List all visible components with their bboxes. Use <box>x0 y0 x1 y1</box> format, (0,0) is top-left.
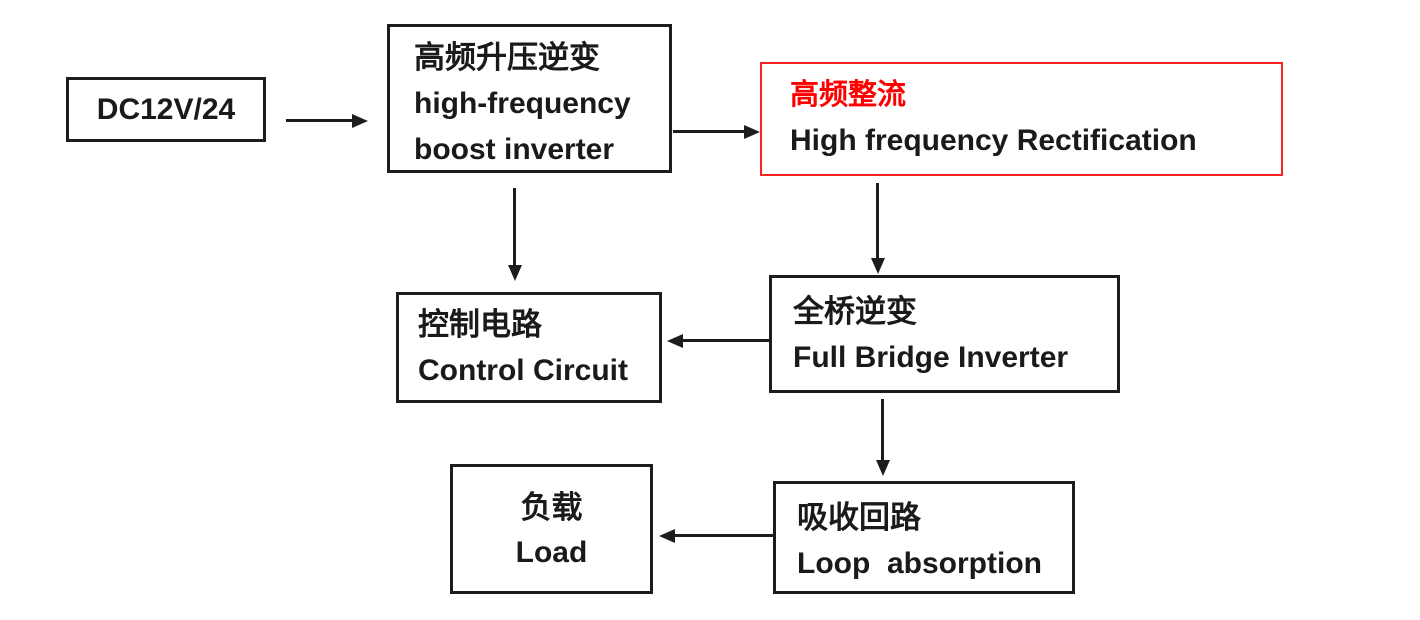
node-boost-label-en-line2: boost inverter <box>414 133 615 166</box>
node-full-bridge-inverter: 全桥逆变 Full Bridge Inverter <box>769 275 1120 393</box>
arrow-full-bridge-to-control-circuit <box>682 339 769 342</box>
arrow-full-bridge-to-loop-absorption <box>881 399 884 461</box>
arrow-rectification-to-full-bridge <box>876 183 879 259</box>
node-absorption-label-zh: 吸收回路 <box>797 500 921 535</box>
node-absorption-label-en: Loop absorption <box>797 547 1042 580</box>
arrow-dc-to-boost-inverter <box>286 119 353 122</box>
node-high-frequency-rectification: 高频整流 High frequency Rectification <box>760 62 1283 176</box>
node-rectification-label-zh: 高频整流 <box>790 79 907 111</box>
node-control-label-en: Control Circuit <box>418 354 628 387</box>
node-load-label-en: Load <box>515 536 588 569</box>
arrow-boost-inverter-to-control-circuit <box>513 188 516 266</box>
node-boost-inverter: 高频升压逆变 high-frequency boost inverter <box>387 24 672 173</box>
node-fullbridge-label-en: Full Bridge Inverter <box>793 341 1069 374</box>
arrow-boost-inverter-to-rectification <box>673 130 745 133</box>
node-boost-label-zh: 高频升压逆变 <box>414 40 600 75</box>
node-load-label-zh: 负载 <box>520 490 583 525</box>
node-load: 负载 Load <box>450 464 653 594</box>
node-dc-source: DC12V/24 <box>66 77 266 142</box>
node-fullbridge-label-zh: 全桥逆变 <box>793 294 917 329</box>
node-control-label-zh: 控制电路 <box>418 307 542 342</box>
node-rectification-label-en: High frequency Rectification <box>790 124 1197 157</box>
node-loop-absorption: 吸收回路 Loop absorption <box>773 481 1075 594</box>
node-boost-label-en-line1: high-frequency <box>414 87 631 120</box>
node-control-circuit: 控制电路 Control Circuit <box>396 292 662 403</box>
arrow-loop-absorption-to-load <box>674 534 773 537</box>
node-dc-label: DC12V/24 <box>96 92 236 126</box>
